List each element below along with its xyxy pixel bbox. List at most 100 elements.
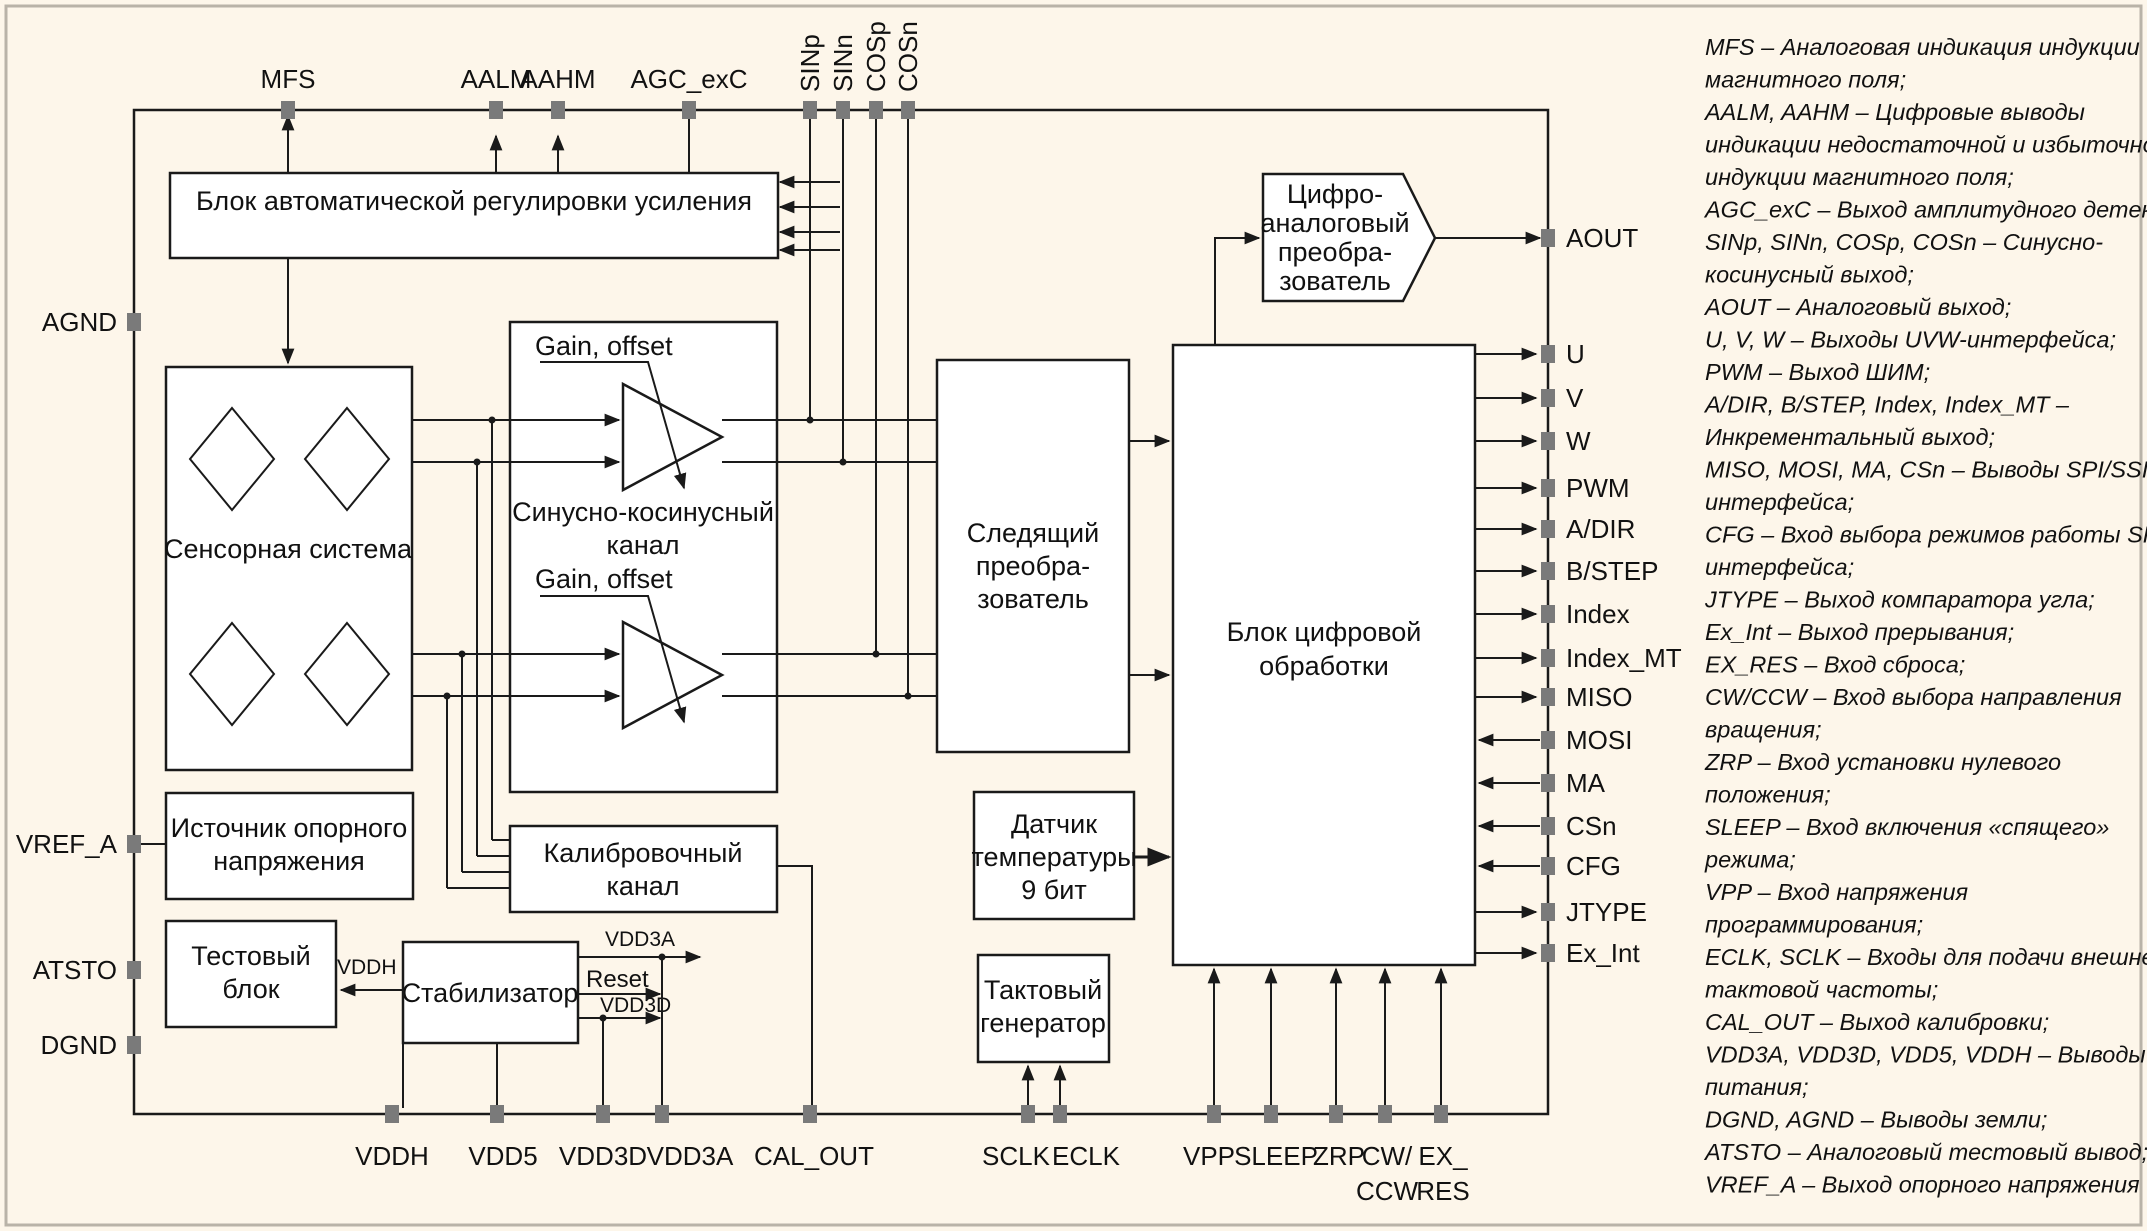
pin-COSn — [901, 101, 915, 119]
tracker-label: зователь — [977, 584, 1089, 614]
tracker-label: преобра- — [976, 551, 1090, 581]
legend-line: CFG – Вход выбора режимов работы SPI- — [1705, 522, 2147, 548]
calib-label: канал — [606, 871, 679, 901]
pin-label: ATSTO — [33, 955, 117, 985]
figure-border — [4, 4, 2143, 1227]
sincos-label: канал — [606, 530, 679, 560]
pin-bottom — [1207, 1105, 1221, 1123]
junction-dots — [443, 416, 912, 1022]
legend-line: CW/CCW – Вход выбора направления — [1705, 684, 2122, 710]
tracking-converter: Следящий преобра- зователь — [935, 358, 1131, 754]
legend-line: EX_RES – Вход сброса; — [1705, 652, 1965, 678]
pin-label: VDD3A — [647, 1141, 734, 1171]
legend-line: VPP – Вход напряжения — [1705, 879, 1969, 905]
digital-processing-block: Блок цифровой обработки — [1171, 343, 1477, 967]
vdd3a-wire-label: VDD3A — [605, 928, 675, 951]
pin-label: CFG — [1566, 851, 1621, 881]
dsp-label: Блок цифровой — [1227, 617, 1422, 647]
hall-sensor-icon — [303, 621, 391, 727]
reset-wire-label: Reset — [586, 966, 649, 993]
pin-AAHM — [551, 101, 565, 119]
pin-Ex_Int — [1541, 944, 1555, 962]
legend-line: ATSTO – Аналоговый тестовый вывод; — [1703, 1139, 2147, 1165]
pin-MA — [1541, 774, 1555, 792]
pin-label: VDD5 — [468, 1141, 537, 1171]
legend-line: A/DIR, B/STEP, Index, Index_MT – — [1703, 392, 2070, 418]
legend-line: JTYPE – Выход компаратора угла; — [1704, 587, 2095, 613]
pin-bottom — [1434, 1105, 1448, 1123]
dac-label: аналоговый — [1260, 208, 1409, 238]
pin-label: MISO — [1566, 682, 1632, 712]
pin-bottom — [655, 1105, 669, 1123]
pin-bottom — [1378, 1105, 1392, 1123]
legend-line: интерфейса; — [1705, 554, 1854, 580]
dac-label: Цифро- — [1287, 179, 1383, 209]
pin-Index_MT — [1541, 649, 1555, 667]
pin-label: VDD3D — [559, 1141, 647, 1171]
pin-label: AALM — [461, 64, 532, 94]
pin-label: VPP — [1183, 1141, 1235, 1171]
pin-label: VDDH — [355, 1141, 429, 1171]
pin-label: CW/ — [1362, 1141, 1413, 1171]
pin-ATSTO — [127, 961, 141, 979]
legend-line: ZRP – Вход установки нулевого — [1704, 749, 2061, 775]
legend-line: SLEEP – Вход включения «спящего» — [1705, 814, 2109, 840]
pin-label: PWM — [1566, 473, 1630, 503]
hall-sensor-icon — [188, 406, 276, 512]
clock-label: генератор — [980, 1008, 1106, 1038]
pin-COSp — [869, 101, 883, 119]
pin-SINn — [836, 101, 850, 119]
pin-PWM — [1541, 479, 1555, 497]
legend-line: MFS – Аналоговая индикация индукции — [1705, 34, 2140, 60]
pin-label: MFS — [261, 64, 316, 94]
legend-line: косинусный выход; — [1705, 262, 1914, 288]
calib-label: Калибровочный — [543, 838, 742, 868]
test-label: блок — [222, 974, 279, 1004]
pin-label: W — [1566, 426, 1591, 456]
legend-line: VREF_A – Выход опорного напряжения — [1705, 1172, 2140, 1198]
pin-label: B/STEP — [1566, 556, 1658, 586]
pin-label: Index_MT — [1566, 643, 1682, 673]
dac-label: зователь — [1279, 266, 1391, 296]
stabilizer-block: Стабилизатор — [402, 940, 580, 1045]
dac-block: Цифро- аналоговый преобра- зователь — [1260, 172, 1437, 303]
agc-block: Блок автоматической регулировки усиления — [168, 171, 780, 260]
pin-CFG — [1541, 857, 1555, 875]
hall-sensor-icon — [303, 406, 391, 512]
stabilizer-label: Стабилизатор — [402, 978, 579, 1008]
legend-line: ECLK, SCLK – Входы для подачи внешней — [1705, 944, 2147, 970]
calibration-channel: Калибровочный канал — [508, 824, 779, 914]
pin-label: AOUT — [1566, 223, 1638, 253]
pin-bottom — [1264, 1105, 1278, 1123]
legend-line: U, V, W – Выходы UVW-интерфейса; — [1705, 327, 2116, 353]
pin-A/DIR — [1541, 520, 1555, 538]
pin-bottom — [596, 1105, 610, 1123]
pin-MISO — [1541, 688, 1555, 706]
pin-W — [1541, 432, 1555, 450]
vref-label: напряжения — [213, 846, 365, 876]
pin-label: U — [1566, 339, 1585, 369]
legend-line: AALM, AAHM – Цифровые выводы — [1703, 99, 2085, 125]
legend-line: MISO, MOSI, MA, CSn – Выводы SPI/SSI- — [1705, 457, 2147, 483]
temp-label: 9 бит — [1021, 875, 1086, 905]
vref-label: Источник опорного — [171, 813, 408, 843]
pin-label: MOSI — [1566, 725, 1632, 755]
pin-bottom — [490, 1105, 504, 1123]
sincos-label: Синусно-косинусный — [512, 497, 774, 527]
sensor-block: Сенсорная система — [164, 365, 414, 772]
legend-line: индукции магнитного поля; — [1705, 164, 2014, 190]
test-label: Тестовый — [191, 941, 310, 971]
pin-AGND — [127, 313, 141, 331]
temp-label: температуры — [971, 842, 1136, 872]
pin-label: ZRP — [1313, 1141, 1365, 1171]
gain-offset-label: Gain, offset — [535, 331, 673, 361]
legend-line: Инкрементальный выход; — [1705, 424, 1995, 450]
pin-label: ECLK — [1052, 1141, 1121, 1171]
legend-line: DGND, AGND – Выводы земли; — [1705, 1107, 2047, 1133]
vref-block: Источник опорного напряжения — [164, 791, 415, 901]
pin-label: AAHM — [520, 64, 595, 94]
pin-VREF_A — [127, 835, 141, 853]
pin-label: SINp — [795, 34, 825, 92]
legend-line: положения; — [1705, 782, 1831, 808]
